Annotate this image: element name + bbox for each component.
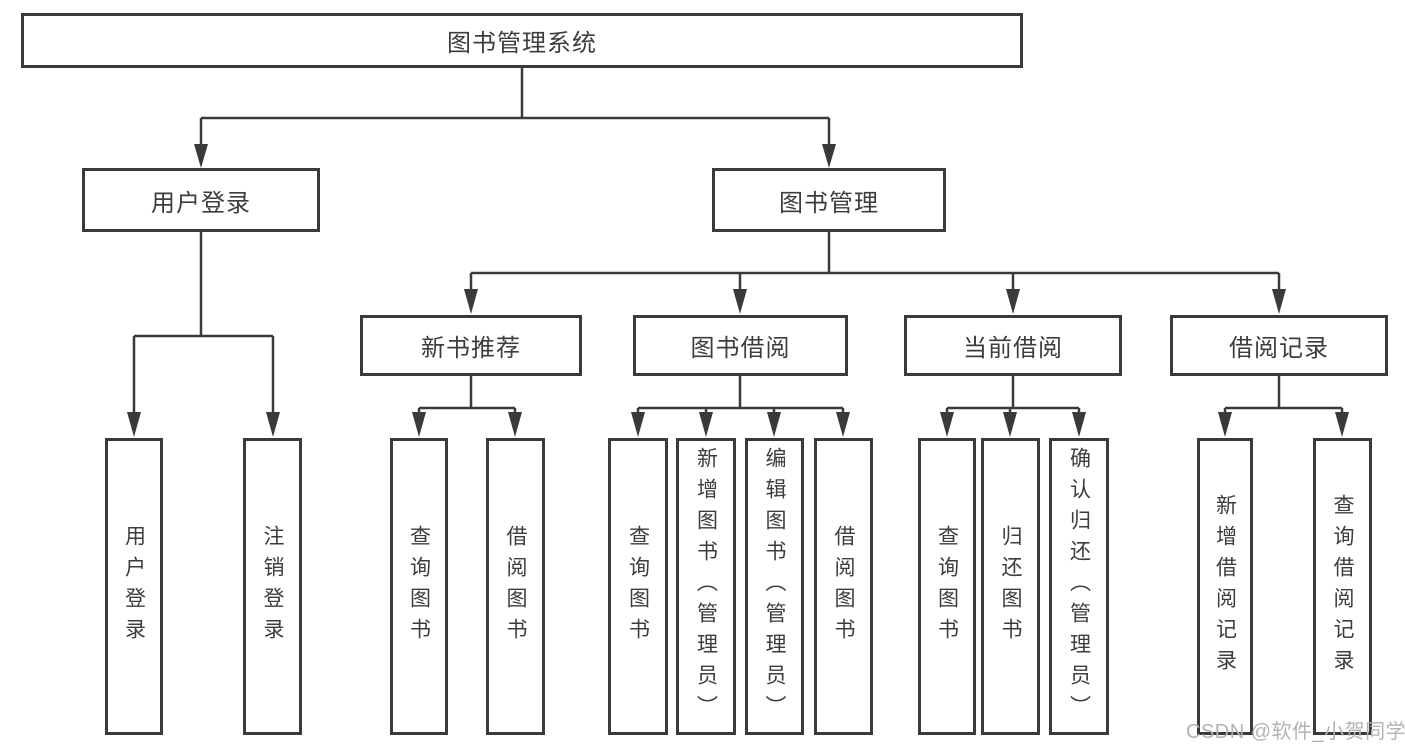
arrowhead	[1335, 412, 1349, 437]
node-new-book-recommend: 新书推荐	[360, 315, 582, 376]
leaf-newbooks-query: 查询图书	[390, 438, 448, 735]
arrowhead	[194, 144, 208, 168]
node-label: 图书借阅	[690, 335, 791, 362]
leaf-newbooks-borrow: 借阅图书	[486, 438, 545, 735]
arrowhead	[412, 412, 426, 437]
arrowhead	[1072, 412, 1086, 437]
node-borrow-records: 借阅记录	[1170, 315, 1388, 376]
node-current-borrowing: 当前借阅	[904, 315, 1122, 376]
leaf-logout: 注销登录	[243, 438, 302, 735]
leaf-borrowing-add: 新增图书（管理员）	[676, 438, 736, 735]
node-label: 新增图书（管理员）	[694, 447, 718, 726]
arrowhead	[266, 412, 280, 437]
node-label: 查询图书	[626, 524, 650, 649]
connector-current-children	[940, 376, 1086, 437]
arrowhead	[464, 289, 478, 314]
node-book-borrowing: 图书借阅	[633, 315, 848, 376]
arrowhead	[127, 412, 141, 437]
node-label: 归还图书	[999, 524, 1022, 649]
connector-borrowing-children	[631, 376, 850, 437]
leaf-records-add: 新增借阅记录	[1197, 438, 1253, 735]
leaf-records-query: 查询借阅记录	[1313, 438, 1372, 735]
arrowhead	[836, 412, 850, 437]
arrowhead	[1003, 412, 1017, 437]
node-label: 借阅图书	[504, 524, 527, 649]
connector-new-books-children	[412, 376, 522, 437]
node-label: 编辑图书（管理员）	[763, 447, 786, 726]
leaf-current-confirm: 确认归还（管理员）	[1049, 438, 1109, 735]
node-label: 查询图书	[407, 524, 431, 649]
leaf-borrowing-edit: 编辑图书（管理员）	[745, 438, 804, 735]
node-label: 查询借阅记录	[1331, 493, 1354, 680]
node-label: 确认归还（管理员）	[1067, 447, 1091, 726]
leaf-current-return: 归还图书	[981, 438, 1040, 735]
node-label: 用户登录	[151, 189, 251, 217]
arrowhead	[822, 144, 836, 168]
node-label: 借阅图书	[832, 524, 855, 649]
node-root: 图书管理系统	[21, 13, 1023, 68]
arrowhead	[733, 289, 747, 314]
node-label: 图书管理	[779, 189, 879, 217]
leaf-current-query: 查询图书	[918, 438, 976, 735]
node-user-login: 用户登录	[82, 168, 320, 232]
node-label: 当前借阅	[963, 335, 1063, 362]
connector-records-children	[1218, 376, 1349, 437]
node-label: 借阅记录	[1229, 335, 1329, 362]
connector-book-mgmt-children	[464, 232, 1286, 314]
connector-user-login-children	[127, 232, 280, 437]
arrowhead	[508, 412, 522, 437]
leaf-user-login: 用户登录	[105, 438, 163, 735]
node-label: 图书管理系统	[447, 30, 597, 57]
arrowhead	[940, 412, 954, 437]
node-label: 新书推荐	[421, 335, 521, 362]
arrowhead	[699, 412, 713, 437]
arrowhead	[1218, 412, 1232, 437]
node-book-management: 图书管理	[712, 168, 946, 232]
node-label: 查询图书	[935, 524, 959, 649]
node-label: 用户登录	[122, 524, 146, 649]
arrowhead	[767, 412, 781, 437]
leaf-borrowing-query: 查询图书	[608, 438, 668, 735]
arrowhead	[1272, 289, 1286, 314]
connector-root-to-level2	[194, 68, 836, 168]
node-label: 注销登录	[261, 524, 284, 649]
arrowhead	[631, 412, 645, 437]
watermark: CSDN @软件_小贺同学	[1186, 721, 1405, 743]
arrowhead	[1006, 289, 1020, 314]
leaf-borrowing-borrow: 借阅图书	[814, 438, 873, 735]
node-label: 新增借阅记录	[1213, 493, 1237, 680]
